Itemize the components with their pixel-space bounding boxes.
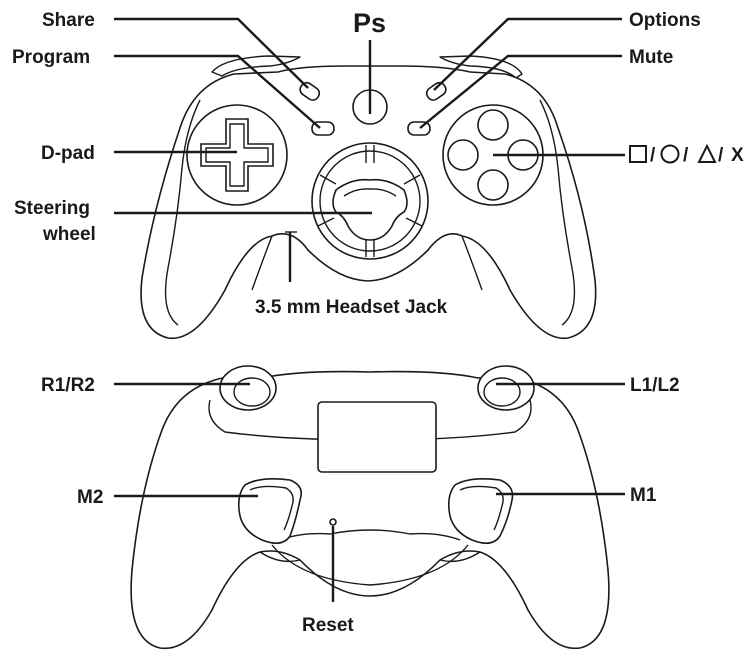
back-grip-right (439, 551, 481, 563)
steering-divider-left (317, 174, 337, 227)
square-icon (629, 145, 647, 163)
label-m1: M1 (630, 485, 657, 506)
back-grip-left (259, 551, 301, 563)
controller-back-view (130, 365, 610, 650)
back-label-panel (317, 401, 437, 473)
options-button[interactable] (424, 80, 448, 102)
label-m2: M2 (77, 487, 103, 508)
face-button-left[interactable] (447, 139, 479, 171)
m2-paddle-inner (249, 485, 294, 531)
back-bottom-arc (271, 544, 469, 586)
front-shoulder-left (211, 55, 301, 77)
leader-mute (419, 54, 622, 129)
share-button[interactable] (298, 80, 322, 102)
label-share: Share (42, 10, 95, 31)
label-steering-line1: Steering (14, 198, 90, 219)
label-face-sep-1: / (650, 145, 656, 166)
leader-share (114, 17, 309, 89)
labels: Share Program Ps Options Mute D-pad / / … (12, 8, 744, 636)
label-headset-jack: 3.5 mm Headset Jack (255, 297, 448, 318)
label-ps: Ps (353, 8, 386, 38)
label-program: Program (12, 47, 90, 68)
label-options: Options (629, 10, 701, 31)
label-r1r2: R1/R2 (41, 375, 95, 396)
l1-l2-button[interactable] (477, 365, 535, 411)
back-bottom-inner (279, 529, 461, 541)
front-inner-contour-right (539, 99, 576, 326)
m1-paddle-inner (459, 485, 504, 531)
r1-r2-button[interactable] (219, 365, 277, 411)
label-face-sep-2: / (683, 145, 689, 166)
label-face-sep-3: / (718, 145, 724, 166)
leader-program (114, 54, 321, 129)
steering-wheel-inner-ring (319, 150, 421, 252)
label-face-x: X (731, 145, 744, 166)
leader-lines (114, 17, 625, 602)
label-l1l2: L1/L2 (630, 375, 680, 396)
label-reset: Reset (302, 615, 354, 636)
label-dpad: D-pad (41, 143, 95, 164)
triangle-icon (697, 143, 717, 163)
steering-wheel[interactable] (332, 178, 408, 241)
leader-options (433, 17, 622, 91)
reset-pinhole[interactable] (329, 518, 337, 526)
steering-divider-right (403, 174, 423, 227)
controller-front-view (140, 55, 597, 340)
label-mute: Mute (629, 47, 673, 68)
front-grip-left-edge (251, 235, 273, 291)
r1-r2-inner (233, 377, 271, 407)
steering-wheel-inner (343, 188, 397, 197)
face-button-bottom[interactable] (477, 169, 509, 201)
dpad-cross-inner (205, 123, 269, 187)
l1-l2-inner (483, 377, 521, 407)
dpad-cross[interactable] (200, 118, 274, 192)
face-button-top[interactable] (477, 109, 509, 141)
circle-icon (660, 144, 680, 164)
label-steering-line2: wheel (42, 224, 96, 245)
front-grip-right-edge (461, 235, 483, 291)
